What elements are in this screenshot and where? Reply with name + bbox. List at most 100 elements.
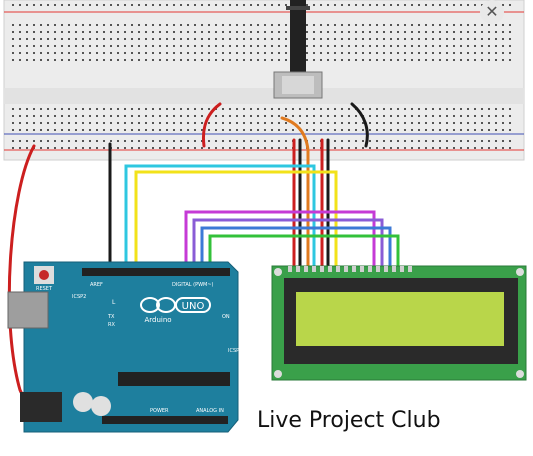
breadboard-hole (96, 108, 98, 110)
breadboard-hole (96, 4, 98, 6)
breadboard-hole (446, 115, 448, 117)
breadboard-hole (26, 52, 28, 54)
breadboard-hole (75, 140, 77, 142)
breadboard-hole (180, 52, 182, 54)
breadboard-hole (439, 38, 441, 40)
breadboard-hole (68, 140, 70, 142)
breadboard-hole (355, 59, 357, 61)
breadboard-hole (19, 4, 21, 6)
breadboard-hole (180, 147, 182, 149)
breadboard-hole (208, 24, 210, 26)
breadboard-hole (313, 38, 315, 40)
breadboard-hole (257, 140, 259, 142)
breadboard-hole (222, 147, 224, 149)
breadboard-hole (159, 140, 161, 142)
breadboard-hole (481, 45, 483, 47)
breadboard-hole (208, 52, 210, 54)
breadboard-hole (215, 45, 217, 47)
breadboard-hole (341, 115, 343, 117)
close-button[interactable]: ✕ (480, 0, 504, 24)
breadboard-hole (40, 31, 42, 33)
breadboard-hole (82, 4, 84, 6)
breadboard-hole (341, 108, 343, 110)
breadboard-hole (425, 38, 427, 40)
breadboard-hole (75, 122, 77, 124)
breadboard-hole (131, 140, 133, 142)
breadboard-hole (327, 24, 329, 26)
breadboard-hole (306, 108, 308, 110)
breadboard-hole (54, 45, 56, 47)
breadboard-hole (362, 24, 364, 26)
breadboard-hole (376, 52, 378, 54)
breadboard-hole (194, 38, 196, 40)
breadboard-hole (138, 52, 140, 54)
breadboard-hole (61, 4, 63, 6)
arduino-l-label: L (112, 299, 116, 306)
breadboard-hole (404, 38, 406, 40)
breadboard-hole (411, 59, 413, 61)
breadboard-hole (26, 108, 28, 110)
arduino-tx-label: TX (107, 314, 115, 320)
breadboard-hole (502, 115, 504, 117)
breadboard-hole (243, 108, 245, 110)
breadboard-hole (117, 122, 119, 124)
breadboard-hole (509, 24, 511, 26)
breadboard-hole (439, 59, 441, 61)
breadboard-hole (439, 122, 441, 124)
breadboard-hole (278, 52, 280, 54)
breadboard-hole (47, 4, 49, 6)
breadboard-hole (355, 122, 357, 124)
breadboard-hole (215, 59, 217, 61)
breadboard-hole (362, 45, 364, 47)
breadboard-hole (425, 45, 427, 47)
breadboard-hole (68, 115, 70, 117)
breadboard-hole (502, 31, 504, 33)
breadboard-hole (26, 115, 28, 117)
breadboard-hole (320, 4, 322, 6)
breadboard-hole (89, 45, 91, 47)
breadboard-hole (61, 52, 63, 54)
breadboard-hole (453, 115, 455, 117)
breadboard-hole (54, 147, 56, 149)
lcd-pin (360, 266, 364, 272)
breadboard-hole (173, 24, 175, 26)
breadboard-hole (362, 129, 364, 131)
breadboard-hole (236, 108, 238, 110)
breadboard-hole (208, 122, 210, 124)
breadboard-hole (173, 4, 175, 6)
breadboard-hole (411, 31, 413, 33)
breadboard-hole (215, 4, 217, 6)
breadboard-hole (495, 115, 497, 117)
breadboard-hole (54, 4, 56, 6)
breadboard-hole (173, 38, 175, 40)
breadboard-hole (159, 115, 161, 117)
breadboard-hole (250, 129, 252, 131)
breadboard-hole (257, 108, 259, 110)
breadboard-hole (383, 147, 385, 149)
breadboard-hole (117, 24, 119, 26)
breadboard-hole (75, 31, 77, 33)
arduino-power-label: POWER (150, 408, 169, 414)
breadboard-hole (201, 52, 203, 54)
breadboard-hole (397, 108, 399, 110)
breadboard-hole (138, 140, 140, 142)
breadboard-hole (236, 140, 238, 142)
breadboard-hole (75, 115, 77, 117)
breadboard-hole (180, 45, 182, 47)
breadboard-hole (103, 108, 105, 110)
breadboard-hole (397, 147, 399, 149)
breadboard-hole (425, 140, 427, 142)
breadboard-hole (348, 122, 350, 124)
breadboard-hole (208, 4, 210, 6)
breadboard-hole (432, 59, 434, 61)
breadboard-hole (481, 108, 483, 110)
breadboard-hole (383, 108, 385, 110)
breadboard-hole (509, 52, 511, 54)
breadboard-hole (285, 147, 287, 149)
breadboard-hole (474, 4, 476, 6)
breadboard-hole (229, 45, 231, 47)
breadboard-hole (257, 59, 259, 61)
arduino-icsp2-label: ICSP2 (72, 294, 86, 300)
breadboard-hole (264, 59, 266, 61)
breadboard-hole (110, 129, 112, 131)
